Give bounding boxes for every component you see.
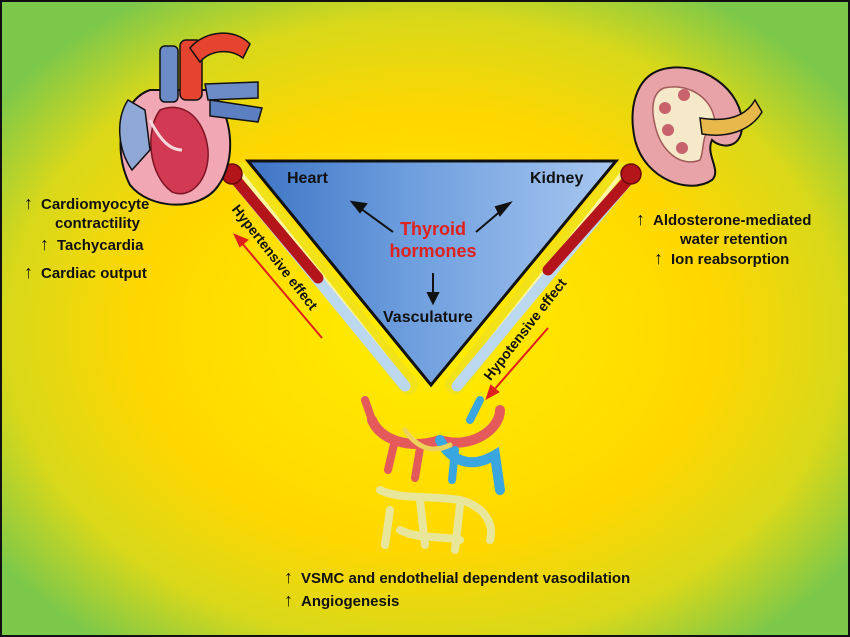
title-line-2: hormones <box>389 241 477 261</box>
kidney-corner-label: Kidney <box>530 170 584 187</box>
right-thermometer <box>451 163 642 392</box>
heart-illustration <box>118 32 263 206</box>
kidney-effect-2: Ion reabsorption <box>671 251 790 268</box>
up-arrow-icon: ↑ <box>40 234 49 254</box>
vasculature-illustration <box>361 396 505 554</box>
kidney-effects: ↑ Aldosterone-mediated water retention ↑ I… <box>636 210 811 269</box>
heart-effect-1: Cardiomyocyte <box>41 196 150 213</box>
up-arrow-icon: ↑ <box>284 590 293 610</box>
up-arrow-icon: ↑ <box>24 262 33 282</box>
triangle-arrows <box>349 200 513 306</box>
kidney-illustration <box>631 66 763 187</box>
up-arrow-icon: ↑ <box>654 248 663 268</box>
heart-effect-3: Cardiac output <box>41 265 147 282</box>
heart-effect-2: Tachycardia <box>57 237 144 254</box>
up-arrow-icon: ↑ <box>24 193 33 213</box>
hypotensive-arrow <box>485 327 549 401</box>
kidney-effect-1b: water retention <box>680 231 788 248</box>
up-arrow-icon: ↑ <box>284 567 293 587</box>
left-thermometer <box>221 163 411 392</box>
kidney-effect-1: Aldosterone-mediated <box>653 212 812 229</box>
heart-effect-1b: contractility <box>55 215 141 232</box>
vascular-effect-2: Angiogenesis <box>301 593 400 610</box>
up-arrow-icon: ↑ <box>636 209 645 229</box>
hypertensive-arrow <box>233 233 323 339</box>
vascular-effects: ↑ VSMC and endothelial dependent vasodila… <box>284 568 630 611</box>
title-line-1: Thyroid <box>400 219 466 239</box>
vasculature-corner-label: Vasculature <box>383 309 473 326</box>
vascular-effect-1: VSMC and endothelial dependent vasodilat… <box>301 570 631 587</box>
heart-effects: ↑ Cardiomyocyte contractility ↑ Tachycardi… <box>24 194 149 283</box>
thyroid-hormones-title: Thyroid hormones <box>383 218 483 262</box>
heart-corner-label: Heart <box>287 170 328 187</box>
